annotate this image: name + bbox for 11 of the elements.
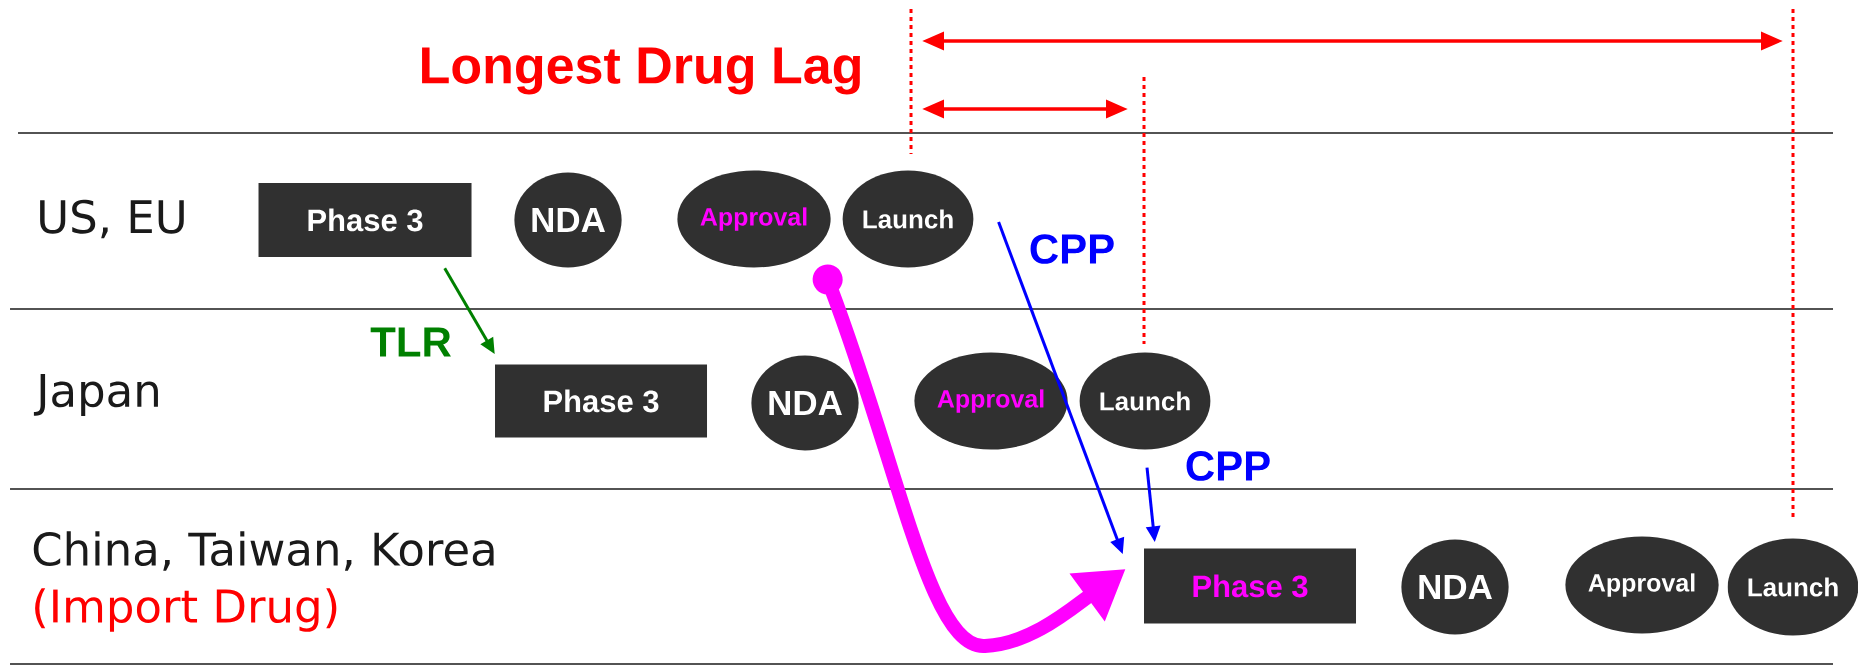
edge-label: CPP [1027, 233, 1117, 265]
phase-box: Phase 3 [258, 183, 472, 257]
row-label: China, Taiwan, Korea [33, 531, 494, 571]
edge-label: CPP [1183, 450, 1273, 482]
row-label: Japan [33, 373, 158, 417]
row-label: US, EU [40, 199, 184, 239]
phase-box: Phase 3 [1144, 548, 1356, 624]
phase-box: Phase 3 [495, 364, 707, 438]
title: Longest Drug Lag [422, 47, 860, 95]
edge-label: TLR [369, 326, 453, 358]
row-label: (Import Drug) [35, 588, 337, 632]
